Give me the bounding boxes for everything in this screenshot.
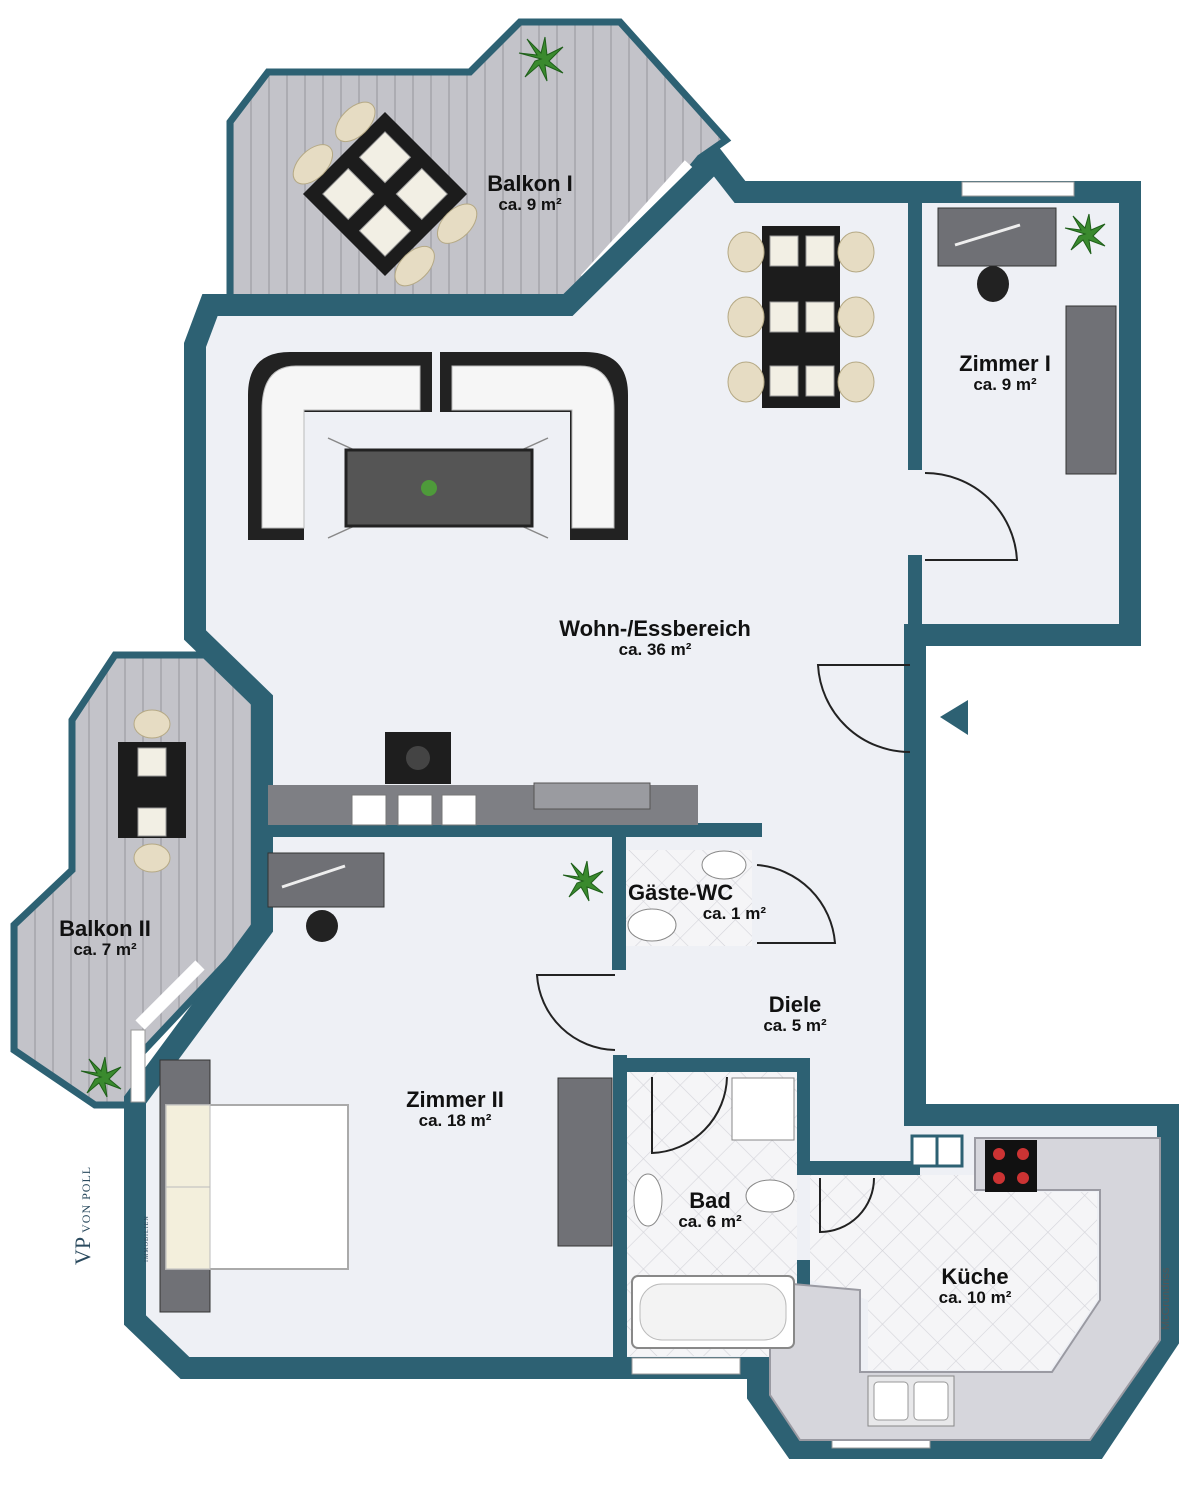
shower <box>731 1077 795 1141</box>
logo-name: VON POLL <box>79 1165 93 1233</box>
room-label-diele: Diele ca. 5 m² <box>740 994 850 1036</box>
logo-sub: IMMOBILIEN <box>144 1215 150 1262</box>
balcony-2-table <box>118 709 186 873</box>
bath-toilet <box>745 1179 795 1213</box>
room-area: ca. 5 m² <box>763 1016 827 1035</box>
room-name: Diele <box>768 992 822 1017</box>
brand-logo: VP VON POLL <box>70 1135 96 1265</box>
credit-text: McGrundriss <box>1160 1267 1172 1330</box>
logo-mark: VP <box>70 1236 95 1265</box>
desk-zimmer1 <box>937 207 1057 302</box>
wardrobe-zimmer2 <box>557 1077 613 1247</box>
room-area: ca. 10 m² <box>938 1288 1012 1307</box>
coffee-table <box>327 437 549 539</box>
room-label-gaeste: Gäste-WC ca. 1 m² <box>622 882 772 924</box>
dining-table <box>727 226 875 408</box>
room-area: ca. 6 m² <box>678 1212 742 1231</box>
kitchen-sink <box>867 1375 955 1427</box>
room-label-zimmer2: Zimmer II ca. 18 m² <box>385 1089 525 1131</box>
room-name: Balkon I <box>487 171 573 196</box>
window-bad <box>631 1357 741 1375</box>
plant-icon <box>518 36 564 82</box>
fridge-grid <box>910 1134 964 1168</box>
cooktop <box>985 1140 1037 1192</box>
room-label-kueche: Küche ca. 10 m² <box>915 1266 1035 1308</box>
window-zimmer1 <box>961 181 1075 197</box>
plant-icon <box>80 1056 122 1098</box>
room-area: ca. 7 m² <box>73 940 137 959</box>
room-name: Zimmer I <box>959 351 1051 376</box>
bath-sink <box>633 1173 663 1227</box>
doors <box>535 471 1019 1234</box>
room-area: ca. 9 m² <box>498 195 562 214</box>
desk-zimmer2 <box>267 852 385 942</box>
plant-icon <box>1064 213 1106 255</box>
room-name: Bad <box>689 1188 731 1213</box>
interior-walls <box>262 200 922 1368</box>
plant-icon <box>562 860 604 902</box>
entrance-arrow-icon <box>940 700 968 735</box>
kitchen-counter <box>769 1137 1161 1441</box>
room-label-bad: Bad ca. 6 m² <box>660 1190 760 1232</box>
room-name: Zimmer II <box>406 1087 504 1112</box>
room-name: Küche <box>941 1264 1009 1289</box>
sideboard <box>268 732 698 826</box>
room-area: ca. 18 m² <box>418 1111 492 1130</box>
sofa-right <box>440 352 628 540</box>
wc-toilet <box>627 908 677 942</box>
room-name: Balkon II <box>59 916 151 941</box>
room-label-balkon1: Balkon I ca. 9 m² <box>470 173 590 215</box>
room-area: ca. 36 m² <box>618 640 692 659</box>
floor-kueche <box>810 1175 1097 1370</box>
window-zimmer2 <box>130 1029 146 1103</box>
wc-sink <box>701 850 747 880</box>
brand-logo-sub: IMMOBILIEN <box>144 1215 150 1262</box>
sofa-left <box>248 352 432 540</box>
room-label-balkon2: Balkon II ca. 7 m² <box>45 918 165 960</box>
room-area: ca. 9 m² <box>973 375 1037 394</box>
room-area: ca. 1 m² <box>702 904 766 923</box>
room-name: Gäste-WC <box>628 880 734 905</box>
bed <box>159 1059 349 1313</box>
room-name: Wohn-/Essbereich <box>559 616 751 641</box>
room-label-wohn: Wohn-/Essbereich ca. 36 m² <box>530 618 780 660</box>
wardrobe-zimmer1 <box>1065 305 1117 475</box>
room-label-zimmer1: Zimmer I ca. 9 m² <box>940 353 1070 395</box>
credit-label: McGrundriss <box>1160 1268 1172 1330</box>
